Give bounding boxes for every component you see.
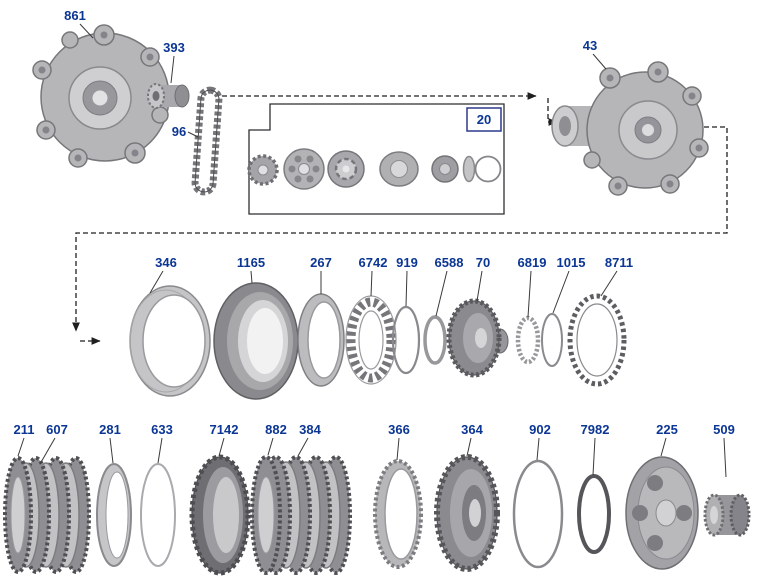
part-label-1015[interactable]: 1015 [557,255,586,270]
part-393-stator-support [147,83,190,109]
part-43-converter-housing [551,61,709,196]
part-number-labels: 861 393 96 43 20 346 1165 267 6742 919 6… [14,8,735,437]
part-label-6742[interactable]: 6742 [359,255,388,270]
part-346-band [129,285,211,397]
part-882-384-clutch-pack [250,455,352,575]
part-6742-sprag-clutch [345,295,397,385]
part-label-366[interactable]: 366 [388,422,410,437]
part-label-96[interactable]: 96 [172,124,186,139]
part-225-planet-carrier [625,456,699,570]
part-902-snap-ring [512,459,564,569]
part-7982-retainer-ring [577,474,611,554]
part-211-607-clutch-pack [3,456,91,574]
part-1015-ring [541,313,563,367]
part-label-393[interactable]: 393 [163,40,185,55]
leader-lines [17,23,727,478]
pump-internal-parts [247,148,502,190]
part-label-861[interactable]: 861 [64,8,86,23]
part-1165-drum [213,282,299,400]
pump-assembly-box [248,103,505,215]
part-label-1165[interactable]: 1165 [237,255,265,270]
part-919-snap-ring [391,305,421,375]
part-label-6588[interactable]: 6588 [435,255,464,270]
part-label-225[interactable]: 225 [656,422,678,437]
part-8711-toothed-ring [567,293,627,387]
part-label-633[interactable]: 633 [151,422,173,437]
part-label-384[interactable]: 384 [299,422,321,437]
part-7142-clutch-drum [189,454,251,576]
part-label-607[interactable]: 607 [46,422,68,437]
part-label-919[interactable]: 919 [396,255,418,270]
part-509-splined-hub [703,493,751,537]
part-364-geared-drum [434,454,500,572]
part-label-882[interactable]: 882 [265,422,287,437]
part-label-43[interactable]: 43 [583,38,597,53]
part-label-6819[interactable]: 6819 [518,255,547,270]
flow-arrow-into-housing [547,98,558,126]
part-label-902[interactable]: 902 [529,422,551,437]
part-6819-thrust-bearing [515,315,541,365]
part-281-steel-plate [96,463,132,567]
part-label-346[interactable]: 346 [155,255,177,270]
part-label-509[interactable]: 509 [713,422,735,437]
part-label-20[interactable]: 20 [477,112,491,127]
part-6588-ring [423,315,447,365]
part-label-8711[interactable]: 8711 [605,255,633,270]
part-70-sun-gear-drum [446,298,509,378]
flow-arrow-housing-to-geartrain [72,126,728,332]
part-366-splined-ring [373,459,423,569]
part-label-211[interactable]: 211 [14,422,35,437]
part-267-ring [297,293,345,387]
part-label-364[interactable]: 364 [461,422,483,437]
pump-seal [462,155,476,183]
part-label-7982[interactable]: 7982 [581,422,610,437]
part-label-7142[interactable]: 7142 [210,422,239,437]
assembly-flow-lines [72,92,728,345]
part-label-70[interactable]: 70 [476,255,490,270]
part-label-281[interactable]: 281 [99,422,121,437]
part-label-267[interactable]: 267 [310,255,332,270]
part-633-snap-ring [140,463,176,567]
part-96-drive-chain [191,86,223,196]
pump-snap-ring [474,155,502,183]
badge-20-box[interactable] [466,107,502,132]
